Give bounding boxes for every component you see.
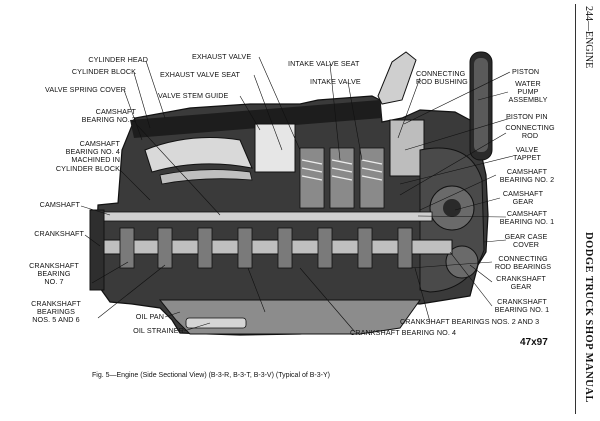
figure-caption: Fig. 5—Engine (Side Sectional View) (B-3… xyxy=(92,372,330,379)
side-page-label: 244—ENGINE xyxy=(583,6,594,69)
label-piston-pin: PISTON PIN xyxy=(506,112,548,121)
label-intake-valve-seat: INTAKE VALVE SEAT xyxy=(288,59,360,68)
label-piston: PISTON xyxy=(512,67,540,76)
label-oil-strainer: OIL STRAINER xyxy=(133,326,184,335)
label-intake-valve: INTAKE VALVE xyxy=(310,77,361,86)
label-camshaft: CAMSHAFT xyxy=(39,200,80,209)
leader-lines xyxy=(80,56,514,333)
label-oil-pan: OIL PAN xyxy=(135,312,164,321)
engine-illustration xyxy=(89,51,493,336)
label-exhaust-valve-seat: EXHAUST VALVE SEAT xyxy=(160,70,240,79)
side-manual-title: DODGE TRUCK SHOP MANUAL xyxy=(583,232,594,403)
page-divider xyxy=(575,4,576,414)
label-cylinder-block: CYLINDER BLOCK xyxy=(71,67,136,76)
label-exhaust-valve: EXHAUST VALVE xyxy=(192,52,252,61)
label-crankshaft-bearings-2-3: CRANKSHAFT BEARINGS NOS. 2 AND 3 xyxy=(400,317,540,326)
label-crankshaft-bearing-4: CRANKSHAFT BEARING NO. 4 xyxy=(350,328,457,337)
label-crankshaft: CRANKSHAFT xyxy=(34,229,84,238)
label-cylinder-head: CYLINDER HEAD xyxy=(88,55,148,64)
figure-number: 47x97 xyxy=(520,337,548,348)
label-valve-stem-guide: VALVE STEM GUIDE xyxy=(158,91,229,100)
label-valve-spring-cover: VALVE SPRING COVER xyxy=(44,85,126,94)
